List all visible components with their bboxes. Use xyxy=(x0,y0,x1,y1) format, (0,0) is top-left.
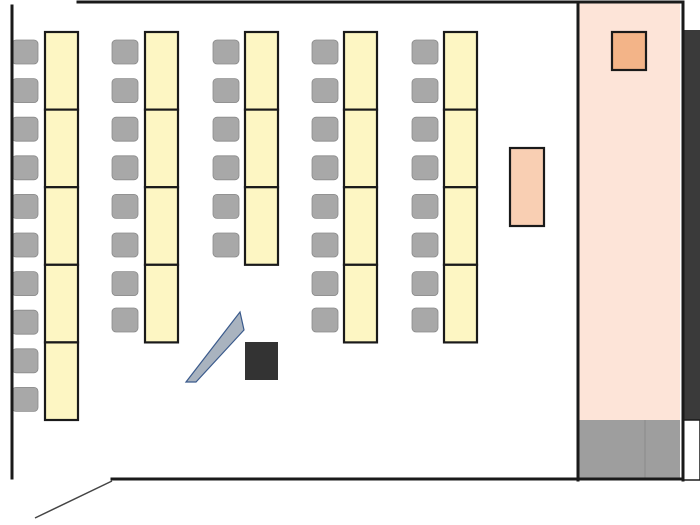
desk xyxy=(442,263,479,344)
desk xyxy=(143,263,180,344)
chair xyxy=(311,232,339,258)
right-edge-strip xyxy=(683,30,700,420)
desk xyxy=(43,186,80,266)
stage-layer xyxy=(578,3,700,481)
chair xyxy=(111,193,139,219)
desk xyxy=(442,186,479,266)
chair xyxy=(212,116,240,142)
chair xyxy=(411,39,439,65)
whiteboard xyxy=(184,310,245,383)
chair xyxy=(411,232,439,258)
chair xyxy=(212,232,240,258)
chair xyxy=(111,271,139,297)
chair xyxy=(11,116,39,142)
chair xyxy=(11,271,39,297)
objects-layer xyxy=(184,146,546,383)
chair xyxy=(311,155,339,181)
chair xyxy=(11,78,39,103)
chair xyxy=(11,155,39,181)
chair xyxy=(411,307,439,333)
chair xyxy=(311,116,339,142)
stage-bottom-panel xyxy=(578,420,680,480)
chair xyxy=(212,155,240,181)
desk xyxy=(243,186,280,266)
chair xyxy=(11,309,39,335)
chairs-layer xyxy=(11,39,439,412)
desk xyxy=(43,263,80,344)
chair xyxy=(311,78,339,103)
chair xyxy=(11,348,39,374)
chair xyxy=(311,39,339,65)
chair xyxy=(111,232,139,258)
right-edge-door xyxy=(682,419,700,481)
chair xyxy=(311,271,339,297)
desk xyxy=(143,186,180,266)
stage-area xyxy=(578,3,680,480)
desk xyxy=(442,30,479,111)
desk xyxy=(43,30,80,111)
chair xyxy=(411,78,439,103)
entrance-door xyxy=(34,480,113,519)
desk xyxy=(243,108,280,189)
desk xyxy=(143,108,180,189)
desk xyxy=(243,30,280,111)
chair xyxy=(111,116,139,142)
desk xyxy=(43,108,80,189)
chair xyxy=(311,193,339,219)
chair xyxy=(311,307,339,333)
chair xyxy=(111,78,139,103)
desk xyxy=(143,30,180,111)
desk xyxy=(442,108,479,189)
chair xyxy=(111,39,139,65)
desk xyxy=(342,108,379,189)
desk xyxy=(342,30,379,111)
chair xyxy=(11,193,39,219)
chair xyxy=(411,116,439,142)
dark-block xyxy=(245,342,278,380)
chair xyxy=(212,193,240,219)
chair xyxy=(111,307,139,333)
chair xyxy=(411,271,439,297)
chair xyxy=(212,78,240,103)
chair xyxy=(212,39,240,65)
chair xyxy=(11,232,39,258)
chair xyxy=(11,39,39,65)
chair xyxy=(411,193,439,219)
stage-box xyxy=(610,30,648,72)
chair xyxy=(11,386,39,412)
chair xyxy=(111,155,139,181)
desks-layer xyxy=(43,30,479,422)
desk xyxy=(342,263,379,344)
walls-layer xyxy=(10,0,685,519)
lectern xyxy=(508,146,546,228)
chair xyxy=(411,155,439,181)
desk xyxy=(43,341,80,422)
desk xyxy=(342,186,379,266)
